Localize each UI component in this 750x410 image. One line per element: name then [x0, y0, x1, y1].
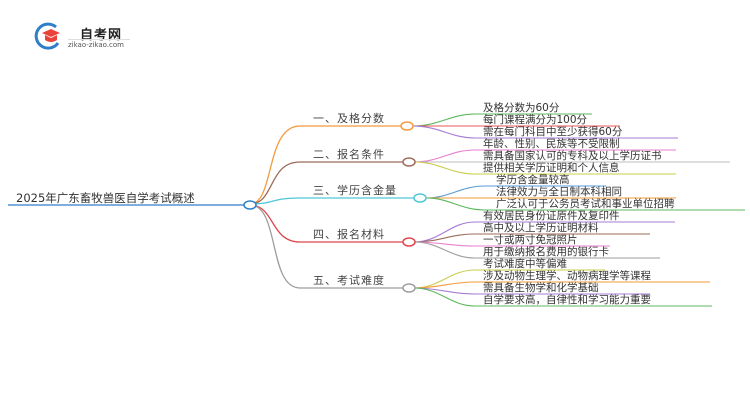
branch-degree-value[interactable]: 三、学历含金量 — [313, 184, 397, 197]
leaf-item[interactable]: 需具备国家认可的专科及以上学历证书 — [483, 150, 662, 162]
leaf-item[interactable]: 用于缴纳报名费用的银行卡 — [483, 246, 609, 258]
leaf-item[interactable]: 一寸或两寸免冠照片 — [483, 234, 578, 246]
leaf-item[interactable]: 年龄、性别、民族等不受限制 — [483, 138, 620, 150]
leaf-item[interactable]: 自学要求高，自律性和学习能力重要 — [483, 294, 651, 306]
branch-pass-score[interactable]: 一、及格分数 — [313, 112, 385, 125]
logo-subtitle: zikao-zikao.com — [68, 41, 124, 49]
leaf-item[interactable]: 每门课程满分为100分 — [483, 114, 588, 126]
leaf-item[interactable]: 需具备生物学和化学基础 — [483, 282, 599, 294]
leaf-item[interactable]: 提供相关学历证明和个人信息 — [483, 162, 620, 174]
mindmap-root[interactable]: 2025年广东畜牧兽医自学考试概述 — [16, 191, 195, 205]
leaf-item[interactable]: 有效居民身份证原件及复印件 — [483, 210, 620, 222]
leaf-item[interactable]: 学历含金量较高 — [496, 174, 570, 186]
leaf-item[interactable]: 法律效力与全日制本科相同 — [496, 186, 622, 198]
site-logo[interactable]: 自考网 zikao-zikao.com — [34, 22, 144, 50]
branch-materials[interactable]: 四、报名材料 — [313, 228, 385, 241]
leaf-item[interactable]: 及格分数为60分 — [483, 102, 560, 114]
branch-difficulty[interactable]: 五、考试难度 — [313, 274, 385, 287]
leaf-item[interactable]: 高中及以上学历证明材料 — [483, 222, 599, 234]
leaf-item[interactable]: 广泛认可于公务员考试和事业单位招聘 — [496, 198, 675, 210]
leaf-item[interactable]: 考试难度中等偏难 — [483, 258, 567, 270]
graduation-cap-icon — [34, 22, 60, 50]
branch-eligibility[interactable]: 二、报名条件 — [313, 148, 385, 161]
leaf-item[interactable]: 涉及动物生理学、动物病理学等课程 — [483, 270, 651, 282]
leaf-item[interactable]: 需在每门科目中至少获得60分 — [483, 126, 623, 138]
logo-divider — [68, 39, 130, 40]
